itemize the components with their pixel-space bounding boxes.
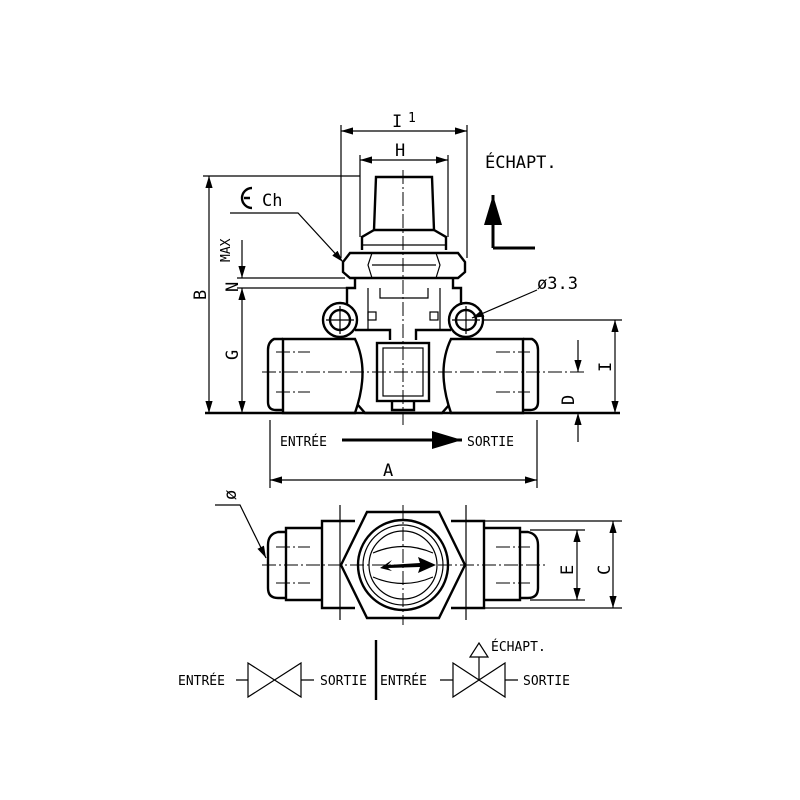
dim-n: N xyxy=(223,282,243,292)
symbol-2way-inlet: ENTRÉE xyxy=(178,673,225,689)
two-way-valve-symbol xyxy=(236,661,314,699)
three-way-valve-symbol xyxy=(440,641,518,699)
symbol-3way-outlet: SORTIE xyxy=(523,674,570,689)
dim-ch: Ch xyxy=(262,191,282,211)
dim-i: I xyxy=(596,362,616,372)
symbol-3way-inlet: ENTRÉE xyxy=(380,673,427,689)
dim-g: G xyxy=(223,350,243,360)
wrench-icon xyxy=(240,186,253,210)
dim-a: A xyxy=(383,461,393,481)
dim-dia: ø xyxy=(221,490,241,500)
dim-h: H xyxy=(395,141,405,161)
front-view xyxy=(203,125,622,488)
symbol-3way-exhaust: ÉCHAPT. xyxy=(491,639,546,655)
dim-i1-sup: 1 xyxy=(408,111,416,126)
top-view xyxy=(215,504,622,625)
exhaust-label: ÉCHAPT. xyxy=(485,151,557,173)
dim-b: B xyxy=(191,290,211,300)
dim-e: E xyxy=(558,565,578,575)
dim-i1: I xyxy=(392,112,402,132)
dim-c: C xyxy=(595,565,615,575)
dim-n-max: MAX xyxy=(219,238,234,262)
dim-d: D xyxy=(559,395,579,405)
inlet-label: ENTRÉE xyxy=(280,434,327,450)
symbol-2way-outlet: SORTIE xyxy=(320,674,367,689)
outlet-label: SORTIE xyxy=(467,435,514,450)
dim-hole: ø3.3 xyxy=(537,274,578,294)
